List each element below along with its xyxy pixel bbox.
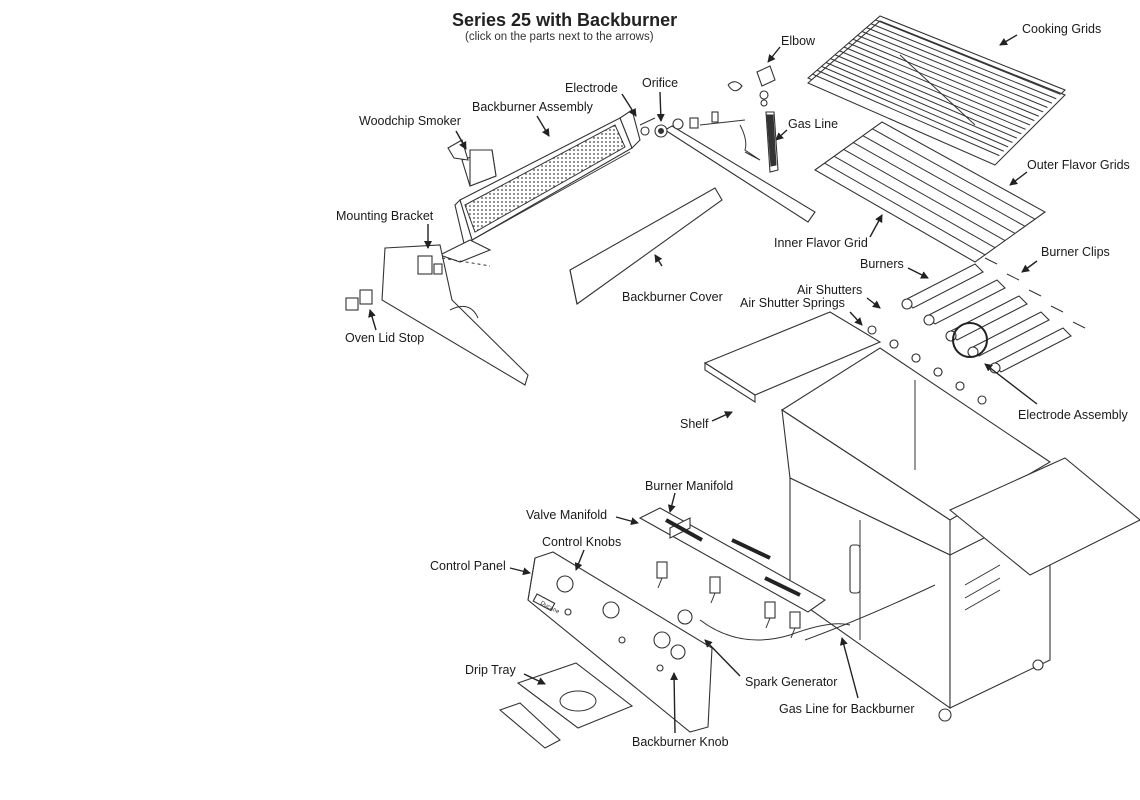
label-woodchip-smoker[interactable]: Woodchip Smoker bbox=[359, 114, 461, 128]
control-panel-drawing: Ducane bbox=[527, 551, 713, 733]
side-panel-drawing bbox=[381, 244, 529, 386]
elbow-gas-line-drawing bbox=[727, 65, 779, 173]
label-control-knobs[interactable]: Control Knobs bbox=[542, 535, 621, 549]
burners-drawing bbox=[901, 257, 1086, 374]
label-air-shutter-springs[interactable]: Air Shutter Springs bbox=[740, 296, 845, 310]
label-spark-generator[interactable]: Spark Generator bbox=[745, 675, 837, 689]
page-subtitle: (click on the parts next to the arrows) bbox=[465, 31, 654, 43]
label-gas-line[interactable]: Gas Line bbox=[788, 117, 838, 131]
leader-arrows bbox=[368, 34, 1038, 734]
label-inner-flavor-grid[interactable]: Inner Flavor Grid bbox=[774, 236, 868, 250]
label-backburner-knob[interactable]: Backburner Knob bbox=[632, 735, 729, 749]
label-burner-manifold[interactable]: Burner Manifold bbox=[645, 479, 733, 493]
burner-bracket-drawing bbox=[663, 119, 816, 223]
air-shutters-drawing bbox=[867, 325, 987, 405]
label-burners[interactable]: Burners bbox=[860, 257, 904, 271]
label-orifice[interactable]: Orifice bbox=[642, 76, 678, 90]
manifold-drawing bbox=[638, 507, 936, 641]
backburner-cover-drawing bbox=[569, 187, 723, 305]
orifice-hardware-drawing bbox=[639, 111, 719, 138]
label-gas-line-for-backburner[interactable]: Gas Line for Backburner bbox=[779, 702, 915, 716]
grill-cart-drawing bbox=[703, 311, 1140, 722]
label-mounting-bracket[interactable]: Mounting Bracket bbox=[336, 209, 434, 223]
drip-tray-drawing bbox=[498, 662, 634, 749]
oven-lid-stop-drawing bbox=[345, 289, 373, 311]
label-burner-clips[interactable]: Burner Clips bbox=[1041, 245, 1110, 259]
backburner-assembly-drawing bbox=[438, 109, 641, 263]
label-valve-manifold[interactable]: Valve Manifold bbox=[526, 508, 607, 522]
electrode-assembly-highlight bbox=[952, 322, 988, 358]
woodchip-smoker-drawing bbox=[447, 139, 497, 187]
label-air-shutters[interactable]: Air Shutters bbox=[797, 283, 862, 297]
label-backburner-assembly[interactable]: Backburner Assembly bbox=[472, 100, 594, 114]
label-shelf[interactable]: Shelf bbox=[680, 417, 709, 431]
flavor-grids-drawing bbox=[813, 121, 1047, 263]
label-control-panel[interactable]: Control Panel bbox=[430, 559, 506, 573]
label-oven-lid-stop[interactable]: Oven Lid Stop bbox=[345, 331, 424, 345]
label-electrode-assembly[interactable]: Electrode Assembly bbox=[1018, 408, 1129, 422]
label-cooking-grids[interactable]: Cooking Grids bbox=[1022, 22, 1101, 36]
label-elbow[interactable]: Elbow bbox=[781, 34, 816, 48]
label-outer-flavor-grids[interactable]: Outer Flavor Grids bbox=[1027, 158, 1130, 172]
label-electrode[interactable]: Electrode bbox=[565, 81, 618, 95]
part-labels: Cooking Grids Elbow Orifice Electrode Ba… bbox=[336, 22, 1130, 749]
label-drip-tray[interactable]: Drip Tray bbox=[465, 663, 516, 677]
cooking-grids-drawing bbox=[806, 15, 1066, 166]
page-title: Series 25 with Backburner bbox=[452, 10, 678, 30]
label-backburner-cover[interactable]: Backburner Cover bbox=[622, 290, 723, 304]
